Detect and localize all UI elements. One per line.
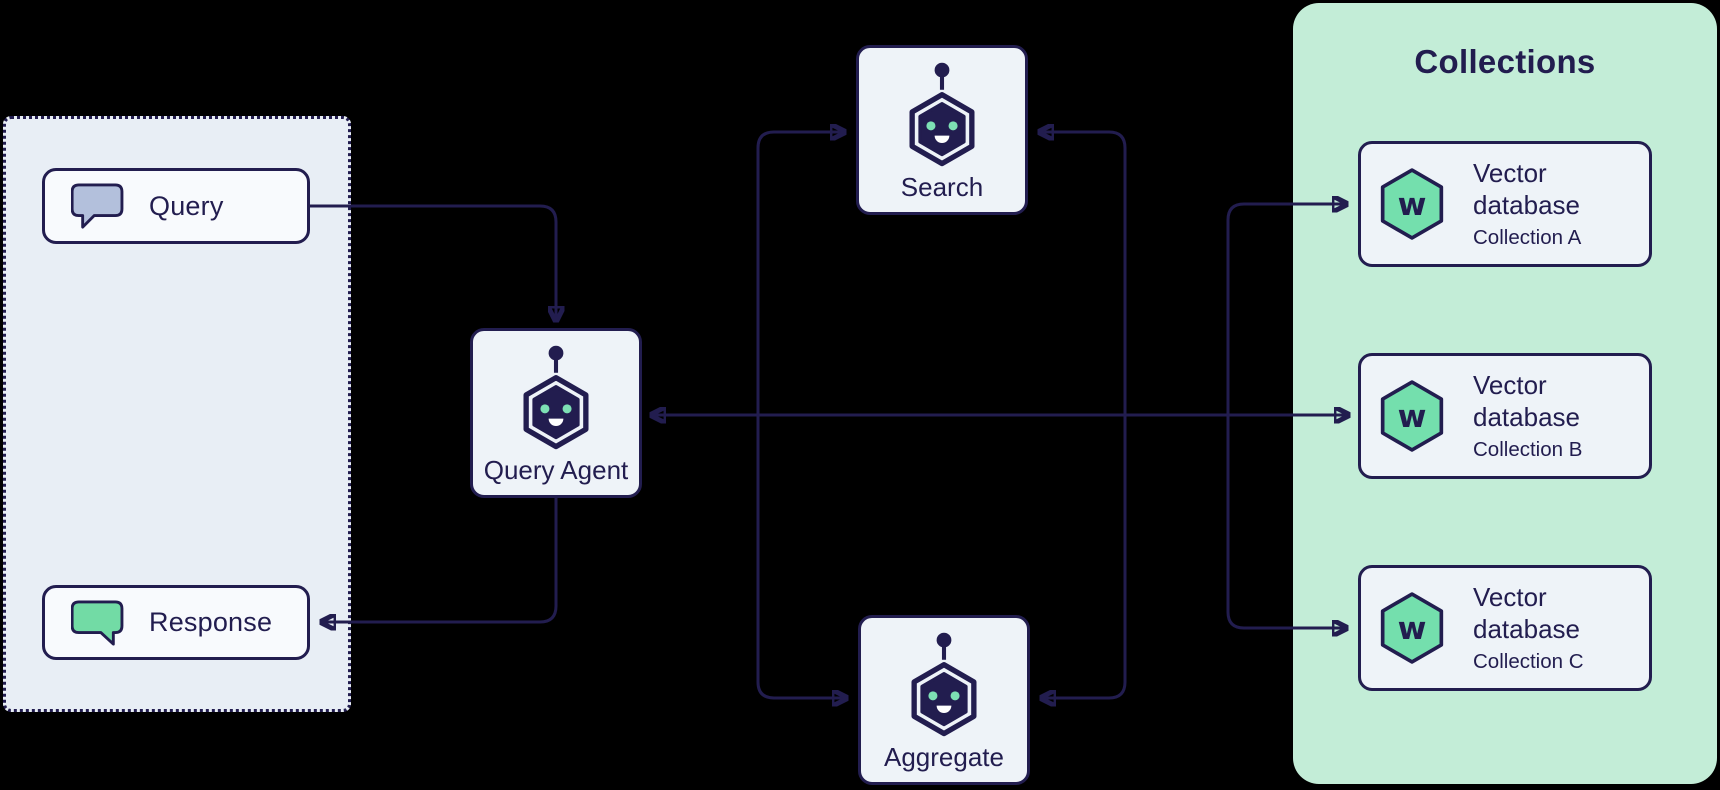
arrow-query-agent-to-response — [322, 498, 558, 622]
speech-bubble-icon — [71, 183, 124, 229]
collection-a-label: Collection A — [1473, 225, 1582, 249]
query-agent-node: Query Agent — [470, 328, 642, 498]
weaviate-hexagon-icon: w — [1380, 168, 1444, 240]
arrow-branch-to-aggregate-left — [756, 415, 846, 698]
query-node: Query — [42, 168, 310, 244]
collections-title: Collections — [1414, 43, 1596, 80]
collection-b-label: Collection B — [1473, 437, 1583, 461]
vector-database-title: Vector database — [1473, 158, 1580, 220]
weaviate-w-mark: w — [1398, 399, 1427, 435]
response-node: Response — [42, 585, 310, 660]
vector-database-title: Vector database — [1473, 370, 1580, 432]
search-label: Search — [900, 172, 984, 202]
aggregate-node: Aggregate — [858, 615, 1030, 785]
robot-agent-icon — [911, 632, 977, 737]
collection-c-label: Collection C — [1473, 649, 1584, 673]
weaviate-w-mark: w — [1398, 187, 1427, 223]
arrow-return-to-aggregate-right — [1042, 415, 1127, 698]
search-node: Search — [856, 45, 1028, 215]
vector-database-title: Vector database — [1473, 582, 1580, 644]
arrow-branch-to-search-left — [756, 132, 844, 415]
vector-database-collection-b: w Vector database Collection B — [1358, 353, 1652, 479]
weaviate-hexagon-icon: w — [1380, 380, 1444, 452]
aggregate-label: Aggregate — [884, 742, 1004, 772]
arrow-return-to-search-right — [1040, 132, 1127, 415]
weaviate-hexagon-icon: w — [1380, 592, 1444, 664]
query-label: Query — [149, 190, 224, 221]
robot-agent-icon — [523, 345, 589, 450]
speech-bubble-icon — [71, 599, 124, 646]
robot-agent-icon — [909, 62, 975, 167]
vector-database-collection-a: w Vector database Collection A — [1358, 141, 1652, 267]
collections-panel: Collections w Vector database Collection… — [1293, 3, 1717, 784]
query-agent-label: Query Agent — [483, 455, 629, 485]
vector-database-collection-c: w Vector database Collection C — [1358, 565, 1652, 691]
weaviate-w-mark: w — [1398, 611, 1427, 647]
response-label: Response — [149, 607, 273, 637]
